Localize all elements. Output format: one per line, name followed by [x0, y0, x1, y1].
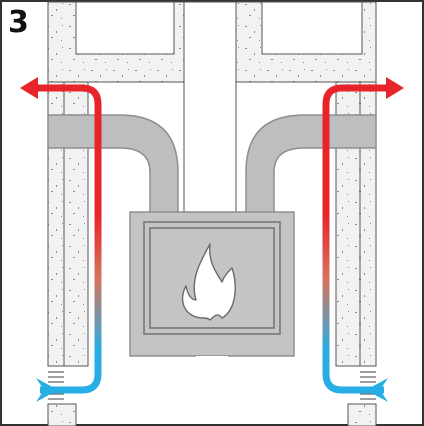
duct-left [47, 114, 179, 215]
arrow-in-icon [366, 378, 388, 402]
airflow-left [34, 84, 102, 394]
duct-right [245, 114, 377, 215]
arrow-in-icon [36, 378, 58, 402]
arrow-left-icon [20, 77, 38, 99]
airflow-right [322, 84, 390, 394]
floor-vent-left [48, 371, 64, 400]
flame-icon [181, 243, 236, 321]
step-number: 3 [8, 5, 29, 40]
arrow-right-icon [386, 77, 404, 99]
